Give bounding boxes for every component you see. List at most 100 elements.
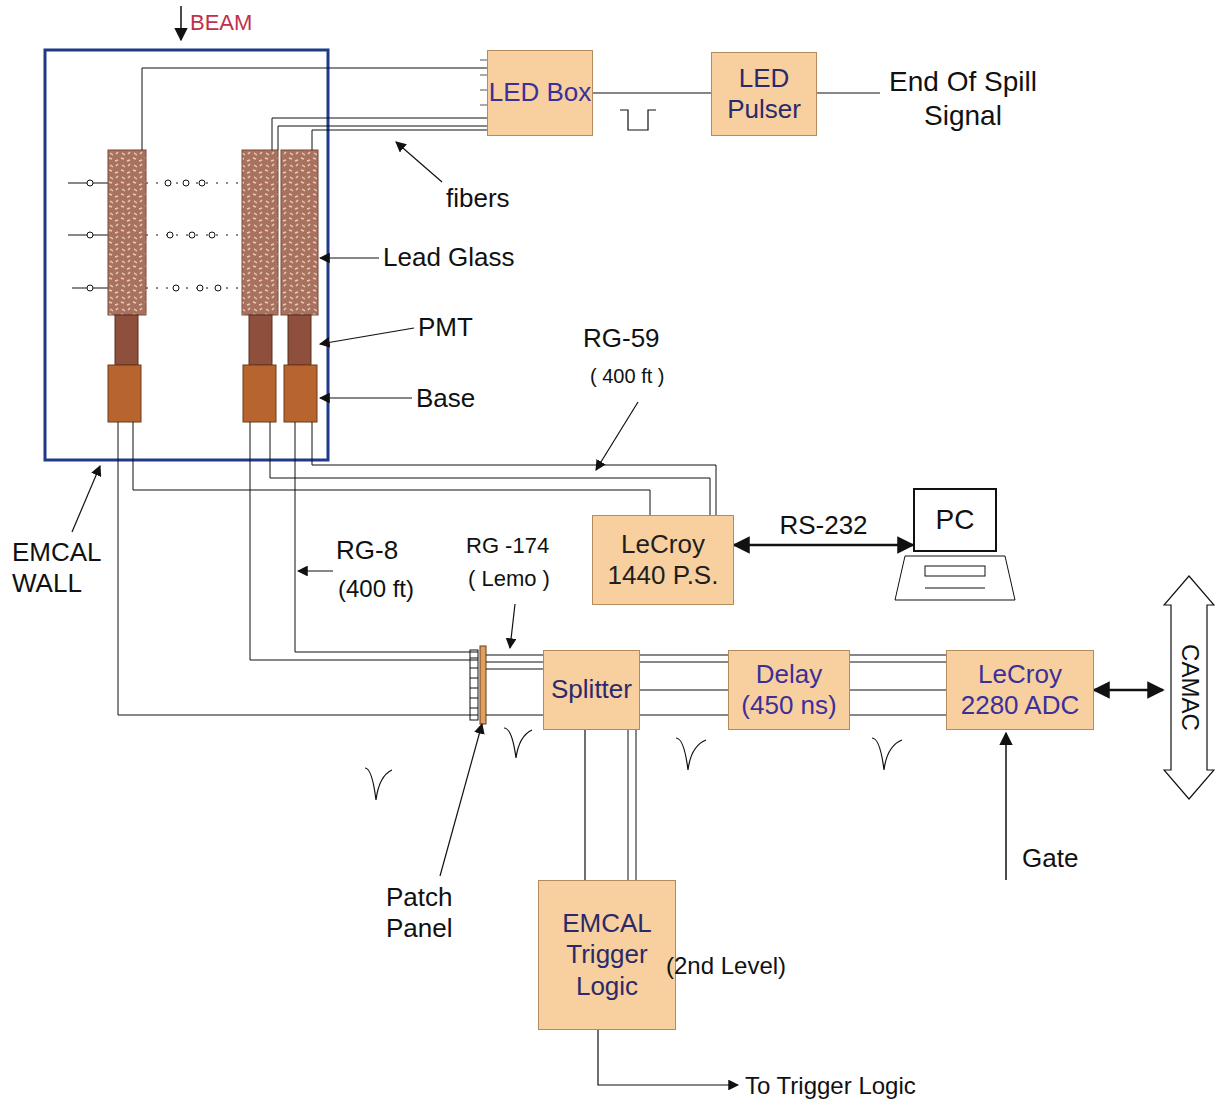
patch-panel [470,646,486,724]
drawing-part [108,150,146,315]
drawing-part [133,422,650,515]
drawing-part [365,768,392,800]
pc-base [895,556,1015,600]
drawing-part [510,604,515,648]
connector [850,689,946,690]
drawing-part [470,698,478,699]
adc-box: LeCroy 2280 ADC [946,650,1094,730]
drawing-part [270,422,710,515]
emcal-wall-frame [45,50,328,460]
bus-arrow: CAMAC [1163,575,1215,800]
fibers [142,60,487,150]
connector [734,544,913,547]
drawing-part [470,708,478,709]
drawing-part [636,730,637,880]
connector [1094,689,1163,692]
beam-arrow [180,6,182,40]
box-label: LED Box [489,77,592,108]
drawing-part [627,662,728,663]
lead-glass-blocks [108,150,318,315]
edge-label: RS-232 [777,510,869,541]
drawing-part [480,646,486,724]
drawing-part [627,655,728,656]
drawing-part [627,715,728,716]
drawing-part [242,150,278,315]
drawing-part [486,662,543,663]
rg8-cables [118,422,478,715]
drawing-part [504,728,532,758]
drawing-part [320,397,412,398]
box-label: PC [936,503,975,537]
box-label: LeCroy 2280 ADC [947,659,1093,721]
box-label: EMCAL Trigger Logic [539,908,675,1002]
drawing-part [836,715,946,716]
box-label: Splitter [551,674,632,705]
drawing-part [596,402,638,470]
drawing-part [836,655,946,656]
drawing-part [199,180,205,186]
drawing-part [87,180,93,186]
leader-lines [72,142,638,876]
drawing-part [215,285,221,291]
drawing-part [480,90,487,91]
drawing-part [470,658,478,708]
drawing-part [167,232,173,238]
drawing-part [470,668,478,669]
pmt-bases [108,365,317,422]
connector [640,689,728,690]
drawing-part [872,738,902,770]
drawing-part [284,365,317,422]
drawing-part [108,365,141,422]
annotation-label: Gate [1022,843,1078,874]
module-box: Splitter [543,650,640,730]
pmt-tubes [115,315,311,365]
drawing-part [87,232,93,238]
drawing-part [320,328,414,344]
drawing-part [250,422,478,660]
connector [584,730,585,880]
drawing-part [115,315,138,365]
drawing-part [146,288,242,289]
drawing-part [209,232,215,238]
annotation-label: Lead Glass [383,242,515,273]
drawing-part [486,715,543,716]
drawing-part [480,60,487,61]
connector [593,92,711,93]
box-label: LeCroy 1440 P.S. [593,529,733,591]
trigger-box: EMCAL Trigger Logic [538,880,676,1030]
gate-arrow [1005,733,1007,880]
drawing-part [470,678,478,679]
drawing-part [87,285,93,291]
drawing-part [836,662,946,663]
annotation-label: EMCAL WALL [12,537,122,599]
pulse-shapes [365,110,902,800]
annotation-label: (400 ft) [338,575,414,604]
drawing-part [146,183,242,184]
drawing-part [272,118,487,150]
drawing-part [288,315,311,365]
drawing-part [72,466,100,532]
drawing-part [320,257,379,258]
drawing-part [470,650,478,720]
annotation-label: (2nd Level) [666,952,786,981]
module-box: LED Pulser [711,52,817,136]
box-label: CAMAC [1175,644,1204,731]
drawing-part [173,285,179,291]
drawing-part [925,566,985,576]
trigger-out-arrow [598,1030,738,1085]
drawing-part [249,315,272,365]
drawing-part [142,68,487,150]
lemo-cables [486,655,543,715]
annotation-label: BEAM [190,10,252,36]
annotation-label: RG-59 [583,323,660,354]
drawing-part [480,105,487,106]
module-box: LED Box [487,50,593,136]
drawing-part [440,724,482,876]
annotation-label: ( 400 ft ) [590,364,664,388]
rg59-cables [133,422,716,515]
annotation-label: To Trigger Logic [745,1072,916,1101]
box-label: LED Pulser [712,63,816,125]
drawing-part [281,150,318,315]
drawing-part [486,655,543,656]
